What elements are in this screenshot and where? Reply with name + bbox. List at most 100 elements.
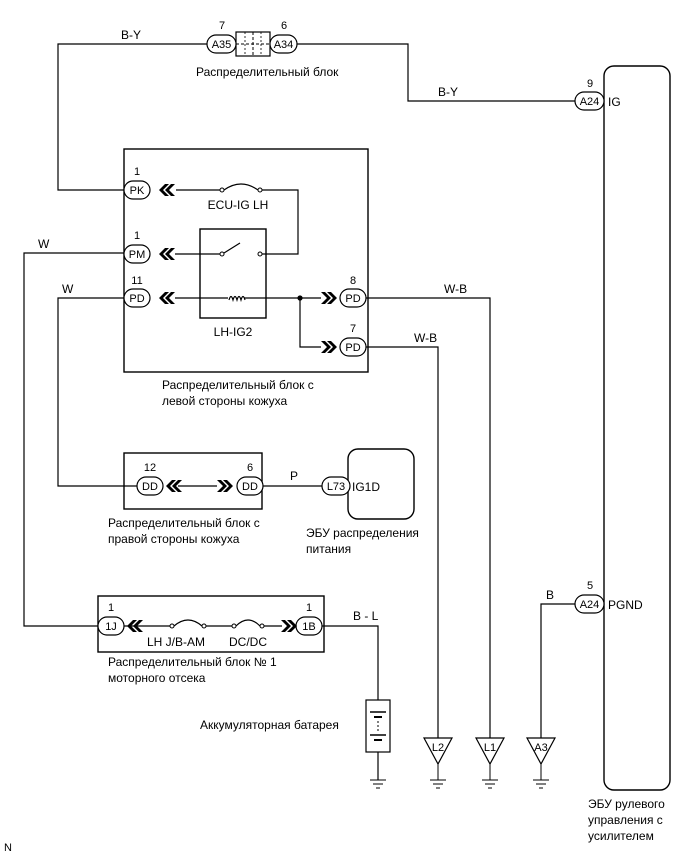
connector-pd-11: PD <box>123 288 151 308</box>
caption-left-cowl-line2: левой стороны кожуха <box>162 394 288 408</box>
relay-box <box>199 228 267 319</box>
pin-pd-11: 11 <box>131 275 142 287</box>
wire-int-pk-fuse <box>176 189 299 255</box>
connector-a24-pgnd: A24 <box>574 594 605 614</box>
pin-1j: 1 <box>108 602 114 614</box>
relay-coil <box>228 295 246 303</box>
wire-bl-1b-battery <box>322 625 379 700</box>
connector-pd-7: PD <box>339 337 367 357</box>
pin-dd-6: 6 <box>247 462 253 474</box>
wire-int-pd7-branch <box>299 298 321 348</box>
caption-engine-line2: моторного отсека <box>108 671 206 685</box>
svg-text:A24: A24 <box>580 96 600 108</box>
pin-a35: 7 <box>219 20 225 32</box>
eps-ecu <box>603 65 671 791</box>
svg-text:PM: PM <box>129 249 146 261</box>
connector-l73: L73 <box>321 476 351 496</box>
wire-label-wb-7: W-B <box>414 331 437 345</box>
caption-right-cowl-line1: Распределительный блок с <box>108 516 260 530</box>
wire-label-p: P <box>290 469 298 483</box>
svg-text:DD: DD <box>242 481 258 493</box>
pin-a34: 6 <box>281 20 287 32</box>
caption-eps-ecu-line1: ЭБУ рулевого <box>588 797 665 811</box>
fuse-ecu-ig-lh <box>219 183 263 193</box>
connector-pd-8: PD <box>339 288 367 308</box>
connector-a34: A34 <box>269 34 298 54</box>
ground-l2: L2 <box>422 737 454 789</box>
wire-wb-pd7-l2 <box>366 346 439 738</box>
svg-text:L2: L2 <box>432 742 444 754</box>
fuse-lh-jb-am <box>169 619 207 629</box>
junction-dot <box>297 295 303 301</box>
svg-text:PD: PD <box>129 293 144 305</box>
wire-by-pk-a35 <box>57 43 207 191</box>
wire-label-by-top: B-Y <box>121 28 141 42</box>
svg-text:DD: DD <box>142 481 158 493</box>
connector-dd-12: DD <box>136 476 164 496</box>
connector-arrows <box>127 184 337 632</box>
pin-pd-8: 8 <box>350 275 356 287</box>
wire-w-pd11-dd12 <box>57 297 137 487</box>
left-cowl-junction-block <box>123 148 369 373</box>
wire-wb-pd8-l1 <box>366 297 491 738</box>
caption-battery: Аккумуляторная батарея <box>200 718 339 732</box>
svg-text:L73: L73 <box>327 481 345 493</box>
wire-label-bl: B - L <box>353 609 379 623</box>
svg-text:PK: PK <box>130 185 145 197</box>
svg-text:PD: PD <box>345 342 360 354</box>
terminal-ig1d: IG1D <box>352 480 380 494</box>
fuse-label-lh-jb-am: LH J/B-AM <box>147 635 205 649</box>
ground-icon-battery <box>370 779 386 789</box>
wire-label-w-pd: W <box>62 282 74 296</box>
wire-label-by-right: B-Y <box>438 85 458 99</box>
wire-w-pm-1j <box>23 252 124 627</box>
connector-pm: PM <box>123 244 151 264</box>
fuse-dc-dc <box>231 619 265 629</box>
wire-b-pgnd-a3 <box>540 603 575 738</box>
caption-engine-line1: Распределительный блок № 1 <box>108 655 277 669</box>
connector-a24-ig: A24 <box>574 91 605 111</box>
connector-1j: 1J <box>97 616 125 636</box>
wires <box>23 43 575 780</box>
connector-junction-a35-a34 <box>235 31 271 57</box>
pin-pk: 1 <box>134 166 140 178</box>
terminal-pgnd: PGND <box>608 598 643 612</box>
relay-label-lh-ig2: LH-IG2 <box>214 325 253 339</box>
pin-pd-7: 7 <box>350 323 356 335</box>
caption-eps-ecu-line2: управления с <box>588 813 663 827</box>
wire-label-b: B <box>546 588 554 602</box>
caption-left-cowl-line1: Распределительный блок с <box>162 378 314 392</box>
caption-distribution-block: Распределительный блок <box>196 65 339 79</box>
pin-pm: 1 <box>134 230 140 242</box>
caption-power-ecu-line1: ЭБУ распределения <box>306 526 419 540</box>
connector-dd-6: DD <box>236 476 264 496</box>
svg-text:1J: 1J <box>105 621 117 633</box>
fuse-label-dc-dc: DC/DC <box>229 635 267 649</box>
corner-mark: N <box>4 842 12 854</box>
fuse-label-ecu-ig-lh: ECU-IG LH <box>208 198 269 212</box>
pin-a24-ig: 9 <box>587 78 593 90</box>
svg-text:A34: A34 <box>274 39 294 51</box>
wire-label-w-pm: W <box>38 237 50 251</box>
caption-power-ecu-line2: питания <box>306 542 351 556</box>
pin-a24-pgnd: 5 <box>587 580 593 592</box>
wire-label-wb-8: W-B <box>444 282 467 296</box>
svg-text:A3: A3 <box>534 742 547 754</box>
svg-text:1B: 1B <box>302 621 315 633</box>
connector-pk: PK <box>123 180 151 200</box>
caption-right-cowl-line2: правой стороны кожуха <box>108 532 240 546</box>
svg-text:L1: L1 <box>484 742 496 754</box>
svg-text:PD: PD <box>345 293 360 305</box>
ground-l1: L1 <box>474 737 506 789</box>
svg-text:A24: A24 <box>580 599 600 611</box>
terminal-ig: IG <box>608 95 621 109</box>
relay-switch <box>219 242 263 257</box>
svg-text:A35: A35 <box>212 39 232 51</box>
battery-icon <box>365 699 391 753</box>
wire-by-a34-a24 <box>296 43 575 102</box>
pin-1b: 1 <box>306 602 312 614</box>
connector-1b: 1B <box>295 616 323 636</box>
ground-a3: A3 <box>525 737 557 789</box>
pin-dd-12: 12 <box>144 462 156 474</box>
